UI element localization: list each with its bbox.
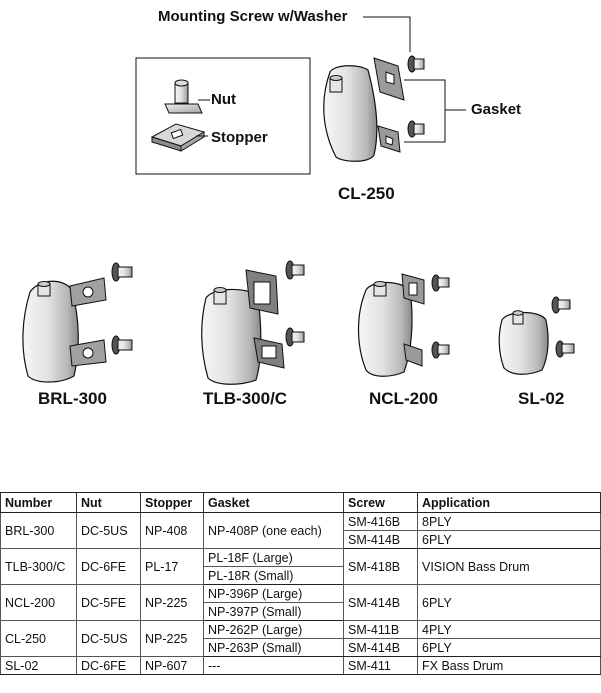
parts-table: Number Nut Stopper Gasket Screw Applicat… <box>0 492 601 675</box>
sl-02-lug-icon <box>498 296 575 375</box>
cell-gasket: --- <box>203 656 344 675</box>
header-stopper: Stopper <box>140 492 204 513</box>
model-label-ncl-200: NCL-200 <box>369 389 438 408</box>
cell-screw: SM-414B <box>343 530 418 549</box>
cell-number: NCL-200 <box>0 584 77 621</box>
table-row: NP-263P (Small) SM-414B 6PLY <box>1 638 601 657</box>
cell-nut: DC-6FE <box>76 656 141 675</box>
table-row: CL-250 DC-5US NP-225 NP-262P (Large) SM-… <box>0 620 601 657</box>
table-header-row: Number Nut Stopper Gasket Screw Applicat… <box>0 492 601 513</box>
cell-screw: SM-416B <box>343 512 418 531</box>
brl-300-lug-icon <box>22 262 133 383</box>
table-row: TLB-300/C DC-6FE PL-17 PL-18F (Large) SM… <box>0 548 601 585</box>
model-label-cl-250: CL-250 <box>338 184 395 203</box>
cell-application: FX Bass Drum <box>417 656 601 675</box>
table-row: SM-414B 6PLY <box>1 530 601 549</box>
model-label-brl-300: BRL-300 <box>38 389 107 408</box>
cell-stopper: NP-408 <box>140 512 204 549</box>
header-number: Number <box>0 492 77 513</box>
nut-icon <box>164 79 210 114</box>
cell-screw: SM-411B <box>343 620 418 639</box>
nut-label: Nut <box>211 91 236 108</box>
cell-nut: DC-5US <box>76 620 141 657</box>
table-row: SL-02 DC-6FE NP-607 --- SM-411 FX Bass D… <box>0 656 601 675</box>
screw-upper-icon <box>407 55 425 73</box>
cell-number: CL-250 <box>0 620 77 657</box>
ncl-200-lug-icon <box>357 273 450 377</box>
cell-application: 8PLY <box>417 512 601 531</box>
parts-illustration <box>22 16 575 385</box>
cell-number: SL-02 <box>0 656 77 675</box>
mounting-screw-leader <box>363 16 411 52</box>
cell-nut: DC-5US <box>76 512 141 549</box>
header-nut: Nut <box>76 492 141 513</box>
cell-screw: SM-414B <box>343 638 418 657</box>
cell-screw: SM-414B <box>343 584 418 621</box>
gasket-bracket <box>404 79 446 143</box>
cell-gasket: NP-262P (Large) <box>203 620 344 639</box>
cell-stopper: NP-607 <box>140 656 204 675</box>
cell-gasket: NP-396P (Large) <box>203 584 344 603</box>
cell-screw: SM-411 <box>343 656 418 675</box>
header-gasket: Gasket <box>203 492 344 513</box>
table-row: NCL-200 DC-5FE NP-225 NP-396P (Large) SM… <box>0 584 601 621</box>
cell-application: 6PLY <box>417 638 601 657</box>
tlb-300c-lug-icon <box>201 260 305 385</box>
model-label-sl-02: SL-02 <box>518 389 565 408</box>
screw-lower-icon <box>407 120 425 138</box>
cell-gasket: PL-18R (Small) <box>203 566 344 585</box>
cell-stopper: NP-225 <box>140 620 204 657</box>
cl-250-lug-icon <box>323 55 425 162</box>
cell-gasket: NP-408P (one each) <box>203 512 344 549</box>
cell-nut: DC-6FE <box>76 548 141 585</box>
stopper-icon <box>150 123 208 152</box>
cell-nut: DC-5FE <box>76 584 141 621</box>
gasket-label: Gasket <box>471 101 522 118</box>
cell-gasket: NP-263P (Small) <box>203 638 344 657</box>
header-application: Application <box>417 492 601 513</box>
model-label-tlb-300c: TLB-300/C <box>203 389 288 408</box>
nut-stopper-box <box>135 57 311 175</box>
table-row: NP-397P (Small) <box>1 602 601 621</box>
cell-application: 6PLY <box>417 530 601 549</box>
cell-number: BRL-300 <box>0 512 77 549</box>
cell-gasket: PL-18F (Large) <box>203 548 344 567</box>
cell-screw: SM-418B <box>343 548 418 585</box>
cell-application: 6PLY <box>417 584 601 621</box>
cell-application: VISION Bass Drum <box>417 548 601 585</box>
cell-stopper: NP-225 <box>140 584 204 621</box>
cell-gasket: NP-397P (Small) <box>203 602 344 621</box>
header-screw: Screw <box>343 492 418 513</box>
cell-application: 4PLY <box>417 620 601 639</box>
mounting-screw-label: Mounting Screw w/Washer <box>158 8 348 25</box>
stopper-label: Stopper <box>211 129 268 146</box>
cell-stopper: PL-17 <box>140 548 204 585</box>
cell-number: TLB-300/C <box>0 548 77 585</box>
table-row: BRL-300 DC-5US NP-408 NP-408P (one each)… <box>0 512 601 549</box>
